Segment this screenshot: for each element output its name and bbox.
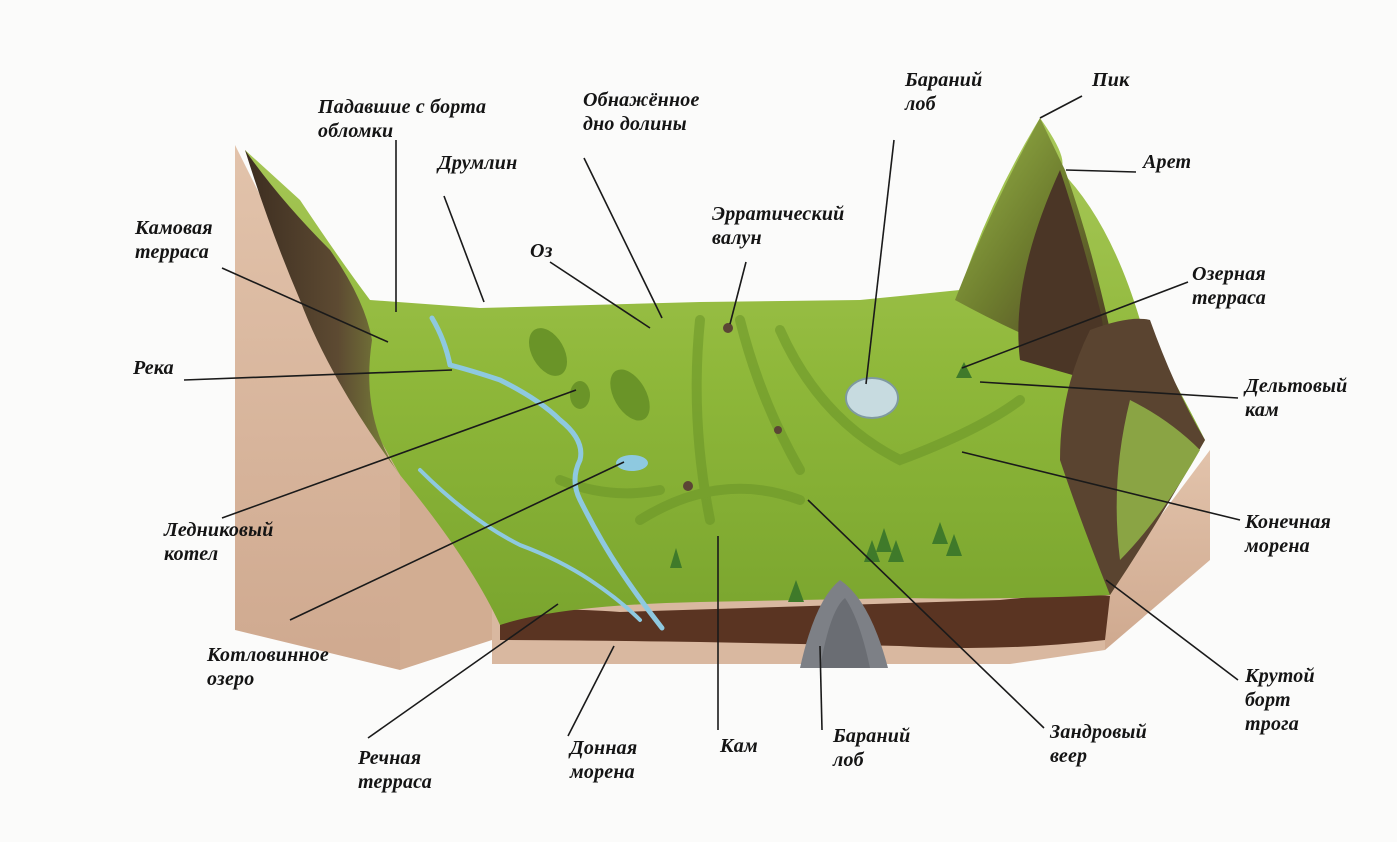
label-esker: Оз	[530, 239, 553, 263]
label-kame-terrace: Камовая терраса	[135, 216, 213, 264]
label-glacial-kettle: Ледниковый котел	[164, 518, 274, 566]
label-delta-kame: Дельтовый кам	[1245, 374, 1347, 422]
label-end-moraine: Конечная морена	[1245, 510, 1331, 558]
label-erratic-boulder: Эрратический валун	[712, 202, 844, 250]
label-lake-terrace: Озерная терраса	[1192, 262, 1266, 310]
label-river: Река	[133, 356, 174, 380]
label-arete: Арет	[1143, 150, 1191, 174]
erratic-boulder	[723, 323, 733, 333]
label-falling-debris: Падавшие с борта обломки	[318, 95, 486, 143]
label-roche-moutonnee-top: Бараний лоб	[905, 68, 982, 116]
label-kettle-lake: Котловинное озеро	[207, 643, 329, 691]
drumlin-3	[570, 381, 590, 409]
label-outwash-fan: Зандровый веер	[1050, 720, 1147, 768]
label-steep-trough-wall: Крутой борт трога	[1245, 664, 1315, 736]
label-ground-moraine: Донная морена	[570, 736, 637, 784]
label-peak: Пик	[1092, 68, 1129, 92]
roche-moutonnee-lake	[846, 378, 898, 418]
label-drumlin: Друмлин	[438, 151, 517, 175]
label-river-terrace: Речная терраса	[358, 746, 432, 794]
boulder-2	[774, 426, 782, 434]
label-kame: Кам	[720, 734, 758, 758]
label-roche-moutonnee-bottom: Бараний лоб	[833, 724, 910, 772]
label-exposed-valley-floor: Обнажённое дно долины	[583, 88, 700, 136]
boulder-3	[683, 481, 693, 491]
